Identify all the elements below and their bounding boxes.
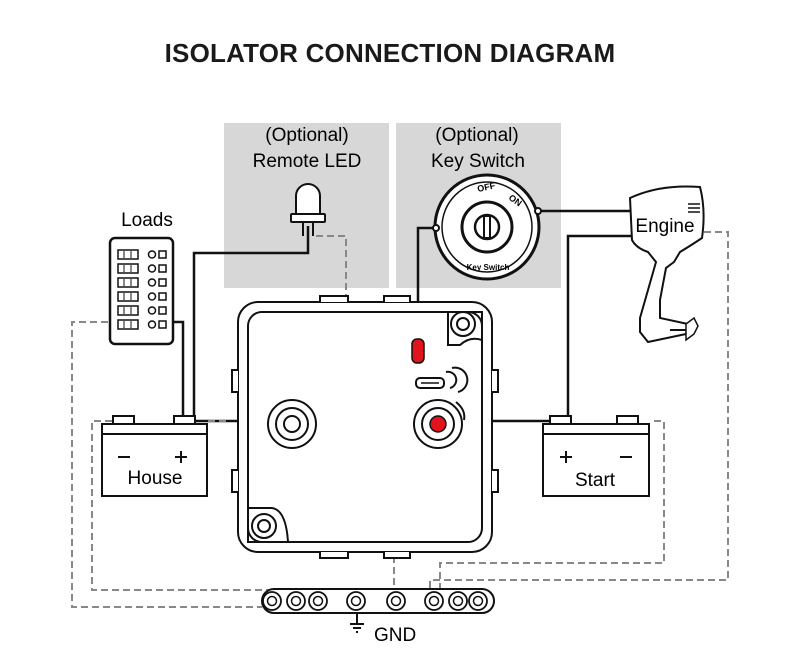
key-switch-icon: OFF ON Key Switch <box>432 173 542 281</box>
bus-terminal-screw <box>452 595 464 607</box>
gnd-label: GND <box>374 625 416 646</box>
key-switch-optional-label: (Optional) <box>435 125 518 146</box>
engine-label: Engine <box>635 216 694 237</box>
fuse-holder <box>158 250 167 259</box>
bus-terminal-screw <box>390 595 402 607</box>
isolator-relay-icon <box>231 295 499 559</box>
dashed-loads-ground <box>71 321 262 608</box>
fuse-indicator <box>147 264 157 273</box>
fuse-indicator <box>147 278 157 287</box>
house-battery: House <box>101 415 208 497</box>
bus-terminal-screw <box>350 595 362 607</box>
fuse-switch <box>117 277 139 288</box>
fuse-switch <box>117 319 139 330</box>
outboard-engine-icon: Engine <box>628 185 705 344</box>
wire-engine-to-start <box>566 234 632 420</box>
fuse-holder <box>158 278 167 287</box>
fuse-panel-icon: Loads <box>108 210 175 346</box>
led-icon <box>290 183 326 236</box>
bus-terminal-screw <box>428 595 440 607</box>
fuse-indicator <box>147 250 157 259</box>
start-battery: Start <box>542 415 650 497</box>
wire-loads-to-house <box>171 320 185 420</box>
fuse-switch <box>117 305 139 316</box>
start-label: Start <box>575 470 616 491</box>
key-switch-label: Key Switch <box>431 151 525 172</box>
house-label: House <box>128 468 183 489</box>
fuse-holder <box>158 292 167 301</box>
bus-terminals <box>262 591 488 611</box>
fuse-indicator <box>147 320 157 329</box>
remote-led-label: Remote LED <box>253 151 362 172</box>
dashed-engine-ground <box>429 231 729 600</box>
ground-bus-bar-icon <box>261 588 495 614</box>
loads-label: Loads <box>121 210 173 231</box>
bus-terminal-screw <box>472 595 484 607</box>
fuse-holder <box>158 320 167 329</box>
bus-terminal-screw <box>312 595 324 607</box>
fuse-rows <box>117 249 167 330</box>
remote-led-optional-label: (Optional) <box>265 125 348 146</box>
fuse-indicator <box>147 306 157 315</box>
fuse-switch <box>117 263 139 274</box>
wire-led-to-house <box>192 226 310 420</box>
fuse-holder <box>158 306 167 315</box>
fuse-holder <box>158 264 167 273</box>
page-title: ISOLATOR CONNECTION DIAGRAM <box>164 38 616 68</box>
ground-symbol-icon <box>350 614 364 633</box>
dashed-house-ground <box>91 420 271 600</box>
key-switch-name-label: Key Switch <box>467 263 510 272</box>
fuse-indicator <box>147 292 157 301</box>
key-switch-off-label: OFF <box>476 180 496 194</box>
fuse-switch <box>117 249 139 260</box>
bus-terminal-screw <box>266 595 278 607</box>
bus-terminal-screw <box>290 595 302 607</box>
dashed-start-ground <box>439 420 665 600</box>
fuse-switch <box>117 291 139 302</box>
